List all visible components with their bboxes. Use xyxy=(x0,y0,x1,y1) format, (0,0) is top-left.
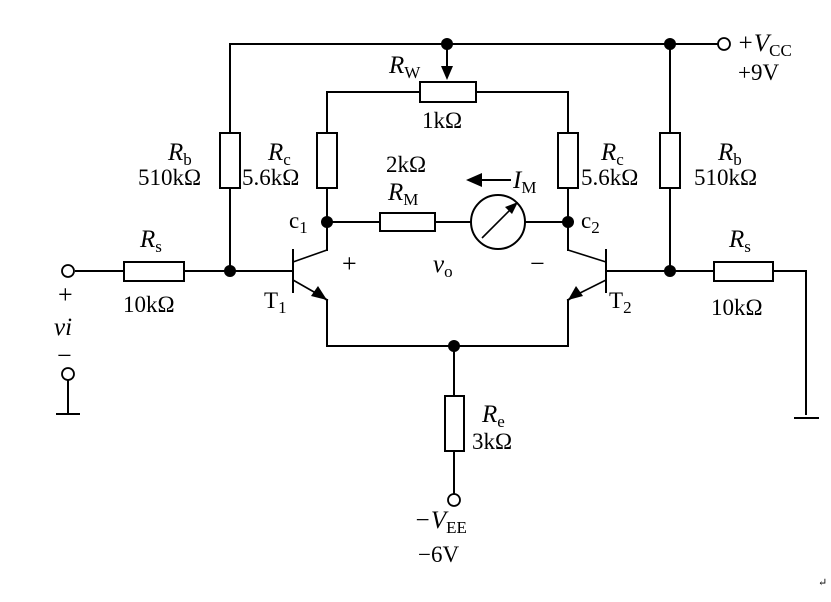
rc-left-value: 5.6kΩ xyxy=(242,165,299,190)
vcc-value: +9V xyxy=(738,60,779,85)
im-label: IM xyxy=(512,167,536,197)
t1-label: T1 xyxy=(264,288,287,317)
vi-input-terminal xyxy=(61,264,75,278)
resistor-rs-right xyxy=(713,261,774,282)
rs-right-label: Rs xyxy=(728,226,751,256)
vi-plus: + xyxy=(58,280,73,309)
rm-value: 2kΩ xyxy=(386,152,426,177)
rs-right-value: 10kΩ xyxy=(711,295,763,320)
rc-left-label: Rc xyxy=(267,139,291,169)
current-arrow-icon xyxy=(466,173,482,187)
junction-dot xyxy=(448,340,460,352)
rb-left-label: Rb xyxy=(167,139,192,169)
rs-left-label: Rs xyxy=(139,226,162,256)
resistor-rb-right xyxy=(659,132,681,189)
vo-plus: + xyxy=(342,249,357,278)
vi-ground-terminal xyxy=(61,367,75,381)
junction-dot xyxy=(664,265,676,277)
rc-right-label: Rc xyxy=(600,139,624,169)
resistor-rm xyxy=(379,212,436,232)
rb-left-value: 510kΩ xyxy=(138,165,201,190)
re-label: Re xyxy=(481,401,505,431)
vee-value: −6V xyxy=(418,542,459,567)
vcc-label: +VCC xyxy=(737,30,792,60)
resistor-rw xyxy=(419,81,477,103)
junction-dot xyxy=(562,216,574,228)
c2-label: c2 xyxy=(581,208,600,237)
junction-dot xyxy=(664,38,676,50)
re-value: 3kΩ xyxy=(472,429,512,454)
rb-right-value: 510kΩ xyxy=(694,165,757,190)
resistor-rc-left xyxy=(316,132,338,189)
resistor-rs-left xyxy=(123,261,185,282)
rb-right-label: Rb xyxy=(717,139,742,169)
rw-value: 1kΩ xyxy=(422,108,462,133)
t2-emitter-arrow xyxy=(568,286,583,300)
rm-label: RM xyxy=(387,179,418,209)
t2-label: T2 xyxy=(609,288,632,317)
rw-label: RW xyxy=(388,52,421,82)
rs-left-value: 10kΩ xyxy=(123,292,175,317)
vi-label: vi xyxy=(54,314,72,341)
junction-dot xyxy=(224,265,236,277)
junction-dot xyxy=(441,38,453,50)
vee-label: −VEE xyxy=(414,507,467,537)
t1-emitter-arrow xyxy=(311,286,327,300)
vo-label: vo xyxy=(433,251,453,281)
transistor-t1 xyxy=(292,249,329,302)
resistor-rc-right xyxy=(557,132,579,189)
c1-label: c1 xyxy=(289,208,308,237)
vi-minus: − xyxy=(57,341,72,370)
transistor-t2 xyxy=(566,249,607,302)
paragraph-mark: ↵ xyxy=(818,577,827,589)
vcc-terminal xyxy=(717,37,731,51)
ammeter-icon xyxy=(470,194,526,250)
vee-terminal xyxy=(447,493,461,507)
rc-right-value: 5.6kΩ xyxy=(581,165,638,190)
junction-dot xyxy=(321,216,333,228)
resistor-rb-left xyxy=(219,132,241,189)
vo-minus: − xyxy=(530,249,545,278)
rw-wiper-arrow xyxy=(441,66,453,80)
resistor-re xyxy=(444,395,465,452)
